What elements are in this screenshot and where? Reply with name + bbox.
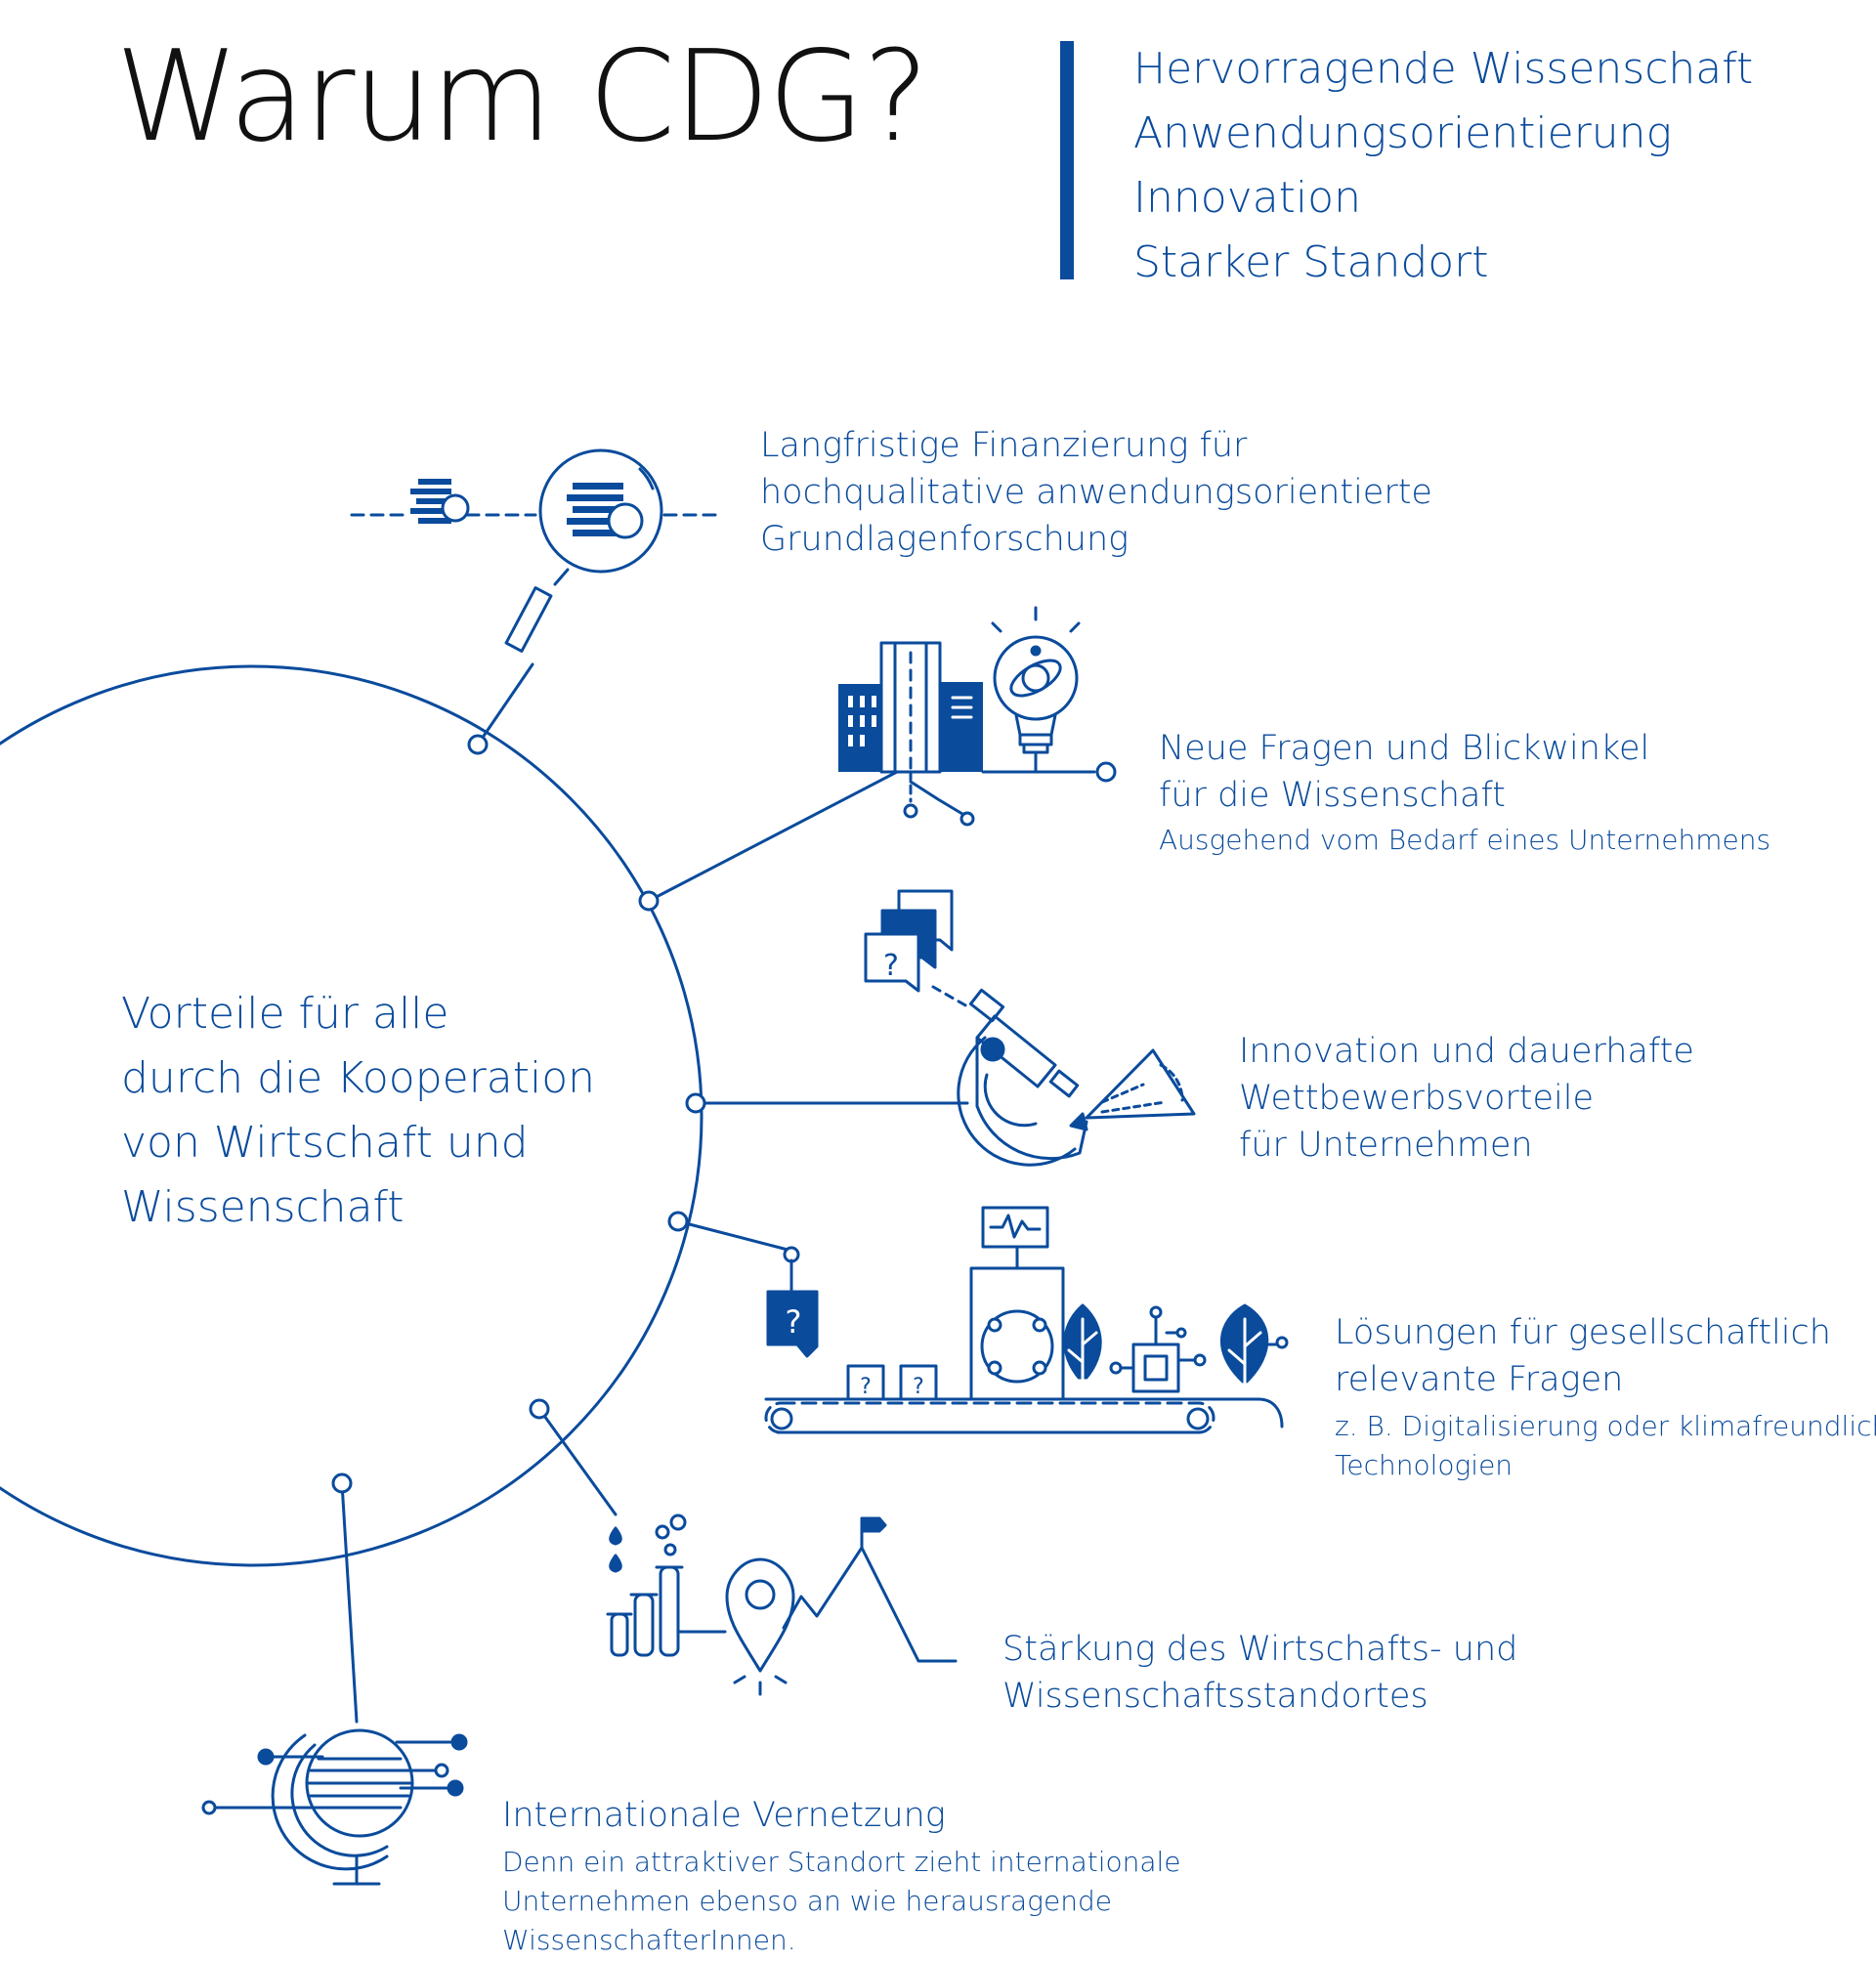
benefit-title-line: Lösungen für gesellschaftlich bbox=[1335, 1313, 1831, 1352]
pillar-item: Innovation bbox=[1133, 173, 1361, 223]
benefit-subtitle: Ausgehend vom Bedarf eines Unternehmens bbox=[1159, 824, 1771, 856]
benefit-network: Internationale Vernetzung Denn ein attra… bbox=[502, 1792, 1181, 1960]
page-title: Warum CDG? bbox=[115, 24, 929, 170]
benefit-innovation: Innovation und dauerhafte Wettbewerbsvor… bbox=[1239, 1028, 1694, 1169]
benefit-title-line: hochqualitative anwendungsorientierte bbox=[760, 473, 1432, 512]
center-label-line: von Wirtschaft und bbox=[121, 1118, 529, 1168]
benefit-location: Stärkung des Wirtschafts- und Wissenscha… bbox=[1002, 1626, 1517, 1720]
benefit-title-line: Internationale Vernetzung bbox=[502, 1796, 946, 1835]
pillar-list: Hervorragende Wissenschaft Anwendungsori… bbox=[1133, 37, 1753, 295]
benefit-title-line: Grundlagenforschung bbox=[760, 520, 1130, 559]
spoke-solutions bbox=[676, 1219, 793, 1290]
pillar-item: Anwendungsorientierung bbox=[1133, 108, 1672, 158]
spoke-dot bbox=[331, 1472, 353, 1494]
spoke-dot bbox=[529, 1398, 550, 1420]
benefit-title-line: Neue Fragen und Blickwinkel bbox=[1159, 729, 1650, 768]
hub-circle bbox=[0, 664, 704, 1567]
accent-bar bbox=[1060, 41, 1074, 279]
city-lightbulb-icon bbox=[838, 606, 1117, 827]
svg-text:?: ? bbox=[860, 1375, 872, 1399]
spoke-dot bbox=[638, 890, 660, 912]
conveyor-belt-icon: ? ? ? bbox=[764, 1206, 1289, 1434]
magnifier-icon bbox=[350, 448, 720, 653]
benefit-questions: Neue Fragen und Blickwinkel für die Wiss… bbox=[1159, 725, 1770, 860]
benefit-subtitle-line: Unternehmen ebenso an wie herausragende bbox=[502, 1885, 1112, 1917]
benefit-subtitle-line: WissenschafterInnen. bbox=[502, 1924, 796, 1956]
benefit-funding: Langfristige Finanzierung für hochqualit… bbox=[760, 422, 1432, 563]
center-label: Vorteile für alle durch die Kooperation … bbox=[121, 982, 595, 1240]
pillar-item: Starker Standort bbox=[1133, 237, 1489, 287]
svg-text:?: ? bbox=[883, 949, 899, 983]
spoke-dot bbox=[467, 734, 489, 755]
microscope-icon: ? bbox=[864, 889, 1196, 1167]
benefit-solutions: Lösungen für gesellschaftlich relevante … bbox=[1335, 1309, 1876, 1485]
center-label-line: durch die Kooperation bbox=[121, 1053, 596, 1103]
spoke-dot bbox=[667, 1211, 689, 1232]
benefit-title-line: relevante Fragen bbox=[1335, 1360, 1624, 1399]
spoke-questions bbox=[647, 770, 899, 903]
pillar-item: Hervorragende Wissenschaft bbox=[1133, 44, 1754, 94]
benefit-title-line: Wissenschaftsstandortes bbox=[1002, 1677, 1428, 1716]
benefit-subtitle-line: Technologien bbox=[1335, 1449, 1514, 1481]
benefit-title-line: für Unternehmen bbox=[1239, 1126, 1533, 1165]
spoke-dot bbox=[685, 1092, 706, 1114]
benefit-subtitle-line: z. B. Digitalisierung oder klimafreundli… bbox=[1335, 1410, 1876, 1442]
spoke-funding bbox=[476, 662, 534, 746]
benefit-title-line: für die Wissenschaft bbox=[1159, 776, 1506, 815]
svg-text:?: ? bbox=[786, 1303, 802, 1341]
spoke-network bbox=[340, 1481, 359, 1724]
benefit-title-line: Innovation und dauerhafte bbox=[1239, 1032, 1694, 1071]
center-label-line: Wissenschaft bbox=[121, 1182, 405, 1232]
benefit-title-line: Langfristige Finanzierung für bbox=[760, 426, 1248, 465]
svg-text:?: ? bbox=[913, 1375, 924, 1399]
center-label-line: Vorteile für alle bbox=[121, 989, 449, 1039]
spoke-location bbox=[537, 1407, 618, 1516]
benefit-title-line: Stärkung des Wirtschafts- und bbox=[1002, 1630, 1518, 1669]
globe-network-icon bbox=[201, 1728, 468, 1886]
map-pin-mountain-icon bbox=[606, 1513, 958, 1696]
benefit-subtitle-line: Denn ein attraktiver Standort zieht inte… bbox=[502, 1846, 1181, 1878]
benefit-title-line: Wettbewerbsvorteile bbox=[1239, 1079, 1595, 1118]
